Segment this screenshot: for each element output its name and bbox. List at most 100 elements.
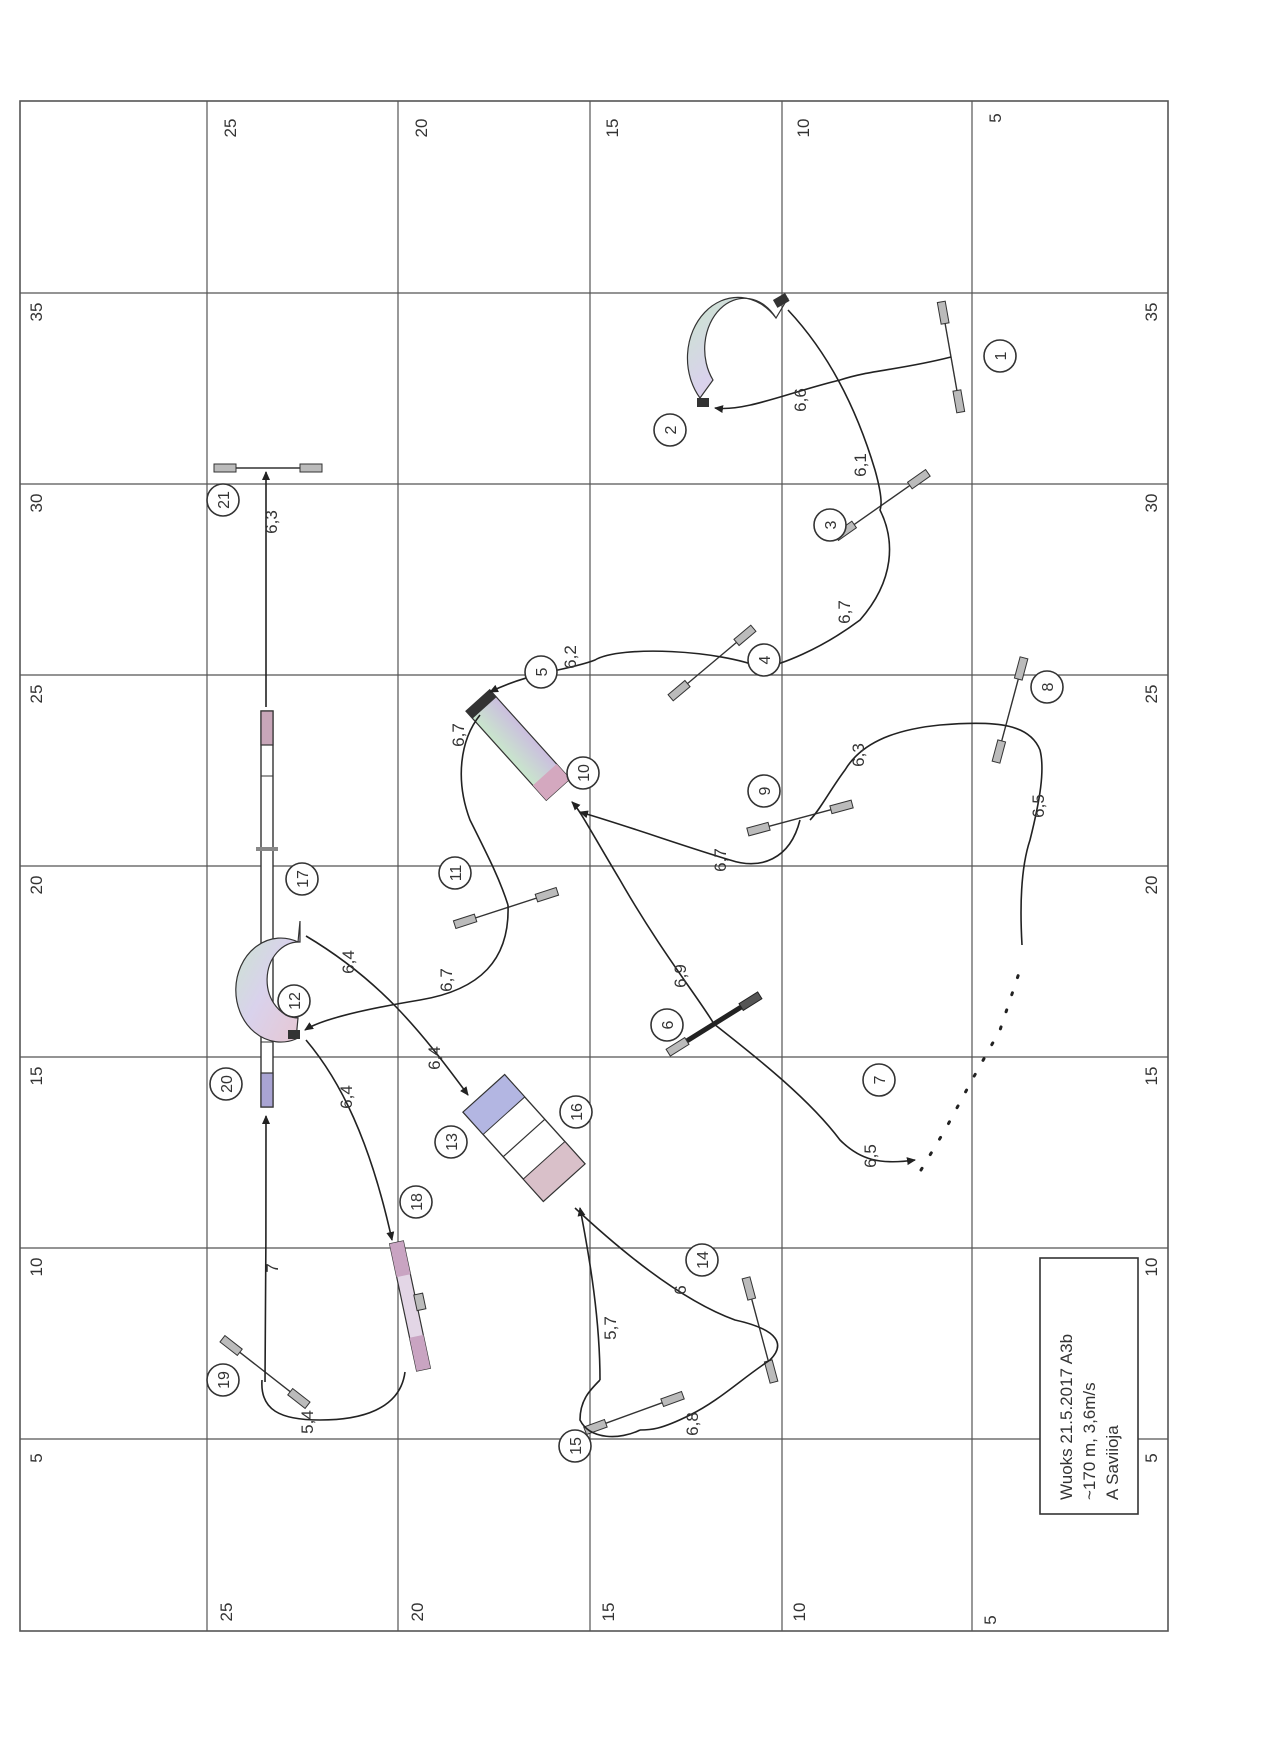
obstacle-number-4: 4 — [747, 643, 781, 677]
obstacle-number-18: 18 — [399, 1185, 433, 1219]
axis-label: 15 — [1142, 1067, 1161, 1086]
long-jump-obstacle — [388, 1240, 432, 1372]
axis-label: 15 — [599, 1603, 618, 1622]
svg-text:13: 13 — [444, 1133, 461, 1151]
obstacle-number-19: 19 — [206, 1363, 240, 1397]
axis-label: 35 — [1142, 303, 1161, 322]
distance-label: 6,1 — [851, 453, 870, 477]
obstacle-number-12: 12 — [277, 984, 311, 1018]
axis-label: 15 — [603, 119, 622, 138]
tunnel-end — [697, 398, 709, 407]
distance-label: 6,5 — [861, 1144, 880, 1168]
axis-label: 30 — [1142, 494, 1161, 513]
svg-text:20: 20 — [219, 1075, 236, 1093]
svg-text:8: 8 — [1040, 682, 1057, 691]
jump-3 — [833, 468, 931, 542]
distance-label: 5,4 — [298, 1410, 317, 1434]
axis-label: 5 — [986, 113, 1005, 122]
course-path — [261, 309, 1043, 1438]
axis-label: 25 — [217, 1603, 236, 1622]
svg-text:10: 10 — [576, 764, 593, 782]
axis-label: 20 — [408, 1603, 427, 1622]
axis-label: 10 — [1142, 1258, 1161, 1277]
axis-labels-right: 35 30 25 20 15 10 5 — [1142, 303, 1161, 1463]
svg-text:15: 15 — [568, 1437, 585, 1455]
axis-labels-bottom: 25 20 15 10 5 — [217, 1603, 1000, 1625]
tunnel-obstacle — [686, 296, 789, 400]
obstacle-number-20: 20 — [209, 1067, 243, 1101]
axis-label: 25 — [221, 119, 240, 138]
axis-label: 20 — [412, 119, 431, 138]
jump-8 — [991, 656, 1029, 764]
axis-label: 20 — [1142, 876, 1161, 895]
distance-label: 6,2 — [561, 645, 580, 669]
svg-text:17: 17 — [295, 870, 312, 888]
obstacle-number-3: 3 — [813, 508, 847, 542]
svg-text:6: 6 — [660, 1020, 677, 1029]
svg-text:9: 9 — [757, 786, 774, 795]
jump-9 — [746, 799, 854, 837]
svg-text:18: 18 — [409, 1193, 426, 1211]
svg-text:14: 14 — [695, 1251, 712, 1269]
seesaw-obstacle — [465, 688, 571, 802]
distance-label: 6,7 — [711, 848, 730, 872]
obstacle-number-5: 5 — [524, 655, 558, 689]
jump-15 — [583, 1390, 685, 1436]
axis-label: 30 — [27, 494, 46, 513]
obstacle-number-13: 13 — [434, 1125, 468, 1159]
obstacle-number-17: 17 — [285, 862, 319, 896]
grid — [19, 100, 1169, 1632]
distance-label: 6,8 — [683, 1412, 702, 1436]
distance-label: 6,3 — [262, 510, 281, 534]
svg-text:2: 2 — [663, 425, 680, 434]
obstacle-number-9: 9 — [747, 774, 781, 808]
obstacle-numbers: 1 2 3 4 5 6 7 8 9 10 11 12 13 14 15 16 1… — [206, 339, 1064, 1463]
obstacle-number-16: 16 — [559, 1095, 593, 1129]
svg-text:4: 4 — [757, 655, 774, 664]
distance-label: 6,4 — [425, 1046, 444, 1070]
svg-text:11: 11 — [448, 865, 465, 882]
jump-11 — [452, 886, 560, 930]
course-info-box: Wuoks 21.5.2017 A3b ~170 m, 3,6m/s A Sav… — [1039, 1257, 1139, 1515]
axis-label: 5 — [27, 1453, 46, 1462]
obstacle-number-8: 8 — [1030, 670, 1064, 704]
obstacle-number-21: 21 — [206, 483, 240, 517]
course-info-judge: A Saviioja — [1103, 1425, 1122, 1500]
jump-4 — [667, 624, 757, 702]
svg-text:12: 12 — [287, 992, 304, 1010]
axis-label: 15 — [27, 1067, 46, 1086]
obstacle-number-10: 10 — [566, 756, 600, 790]
tunnel-obstacle — [235, 920, 301, 1043]
distance-label: 6,7 — [437, 968, 456, 992]
obstacle-number-14: 14 — [685, 1243, 719, 1277]
svg-text:19: 19 — [216, 1371, 233, 1389]
distance-label: 6,5 — [1029, 794, 1048, 818]
svg-text:5: 5 — [534, 667, 551, 676]
axis-label: 10 — [790, 1603, 809, 1622]
axis-label: 5 — [1142, 1453, 1161, 1462]
obstacle-number-2: 2 — [653, 413, 687, 447]
distance-label: 6,9 — [671, 964, 690, 988]
obstacle-number-7: 7 — [862, 1063, 896, 1097]
axis-labels-left: 5 10 15 20 25 30 35 — [27, 303, 46, 1463]
jump-14 — [741, 1276, 779, 1384]
distance-label: 5,7 — [601, 1316, 620, 1340]
axis-label: 20 — [27, 876, 46, 895]
svg-text:16: 16 — [569, 1103, 586, 1121]
distance-label: 7 — [263, 1263, 282, 1272]
axis-label: 35 — [27, 303, 46, 322]
a-frame-obstacle — [462, 1073, 586, 1203]
distance-label: 6,6 — [791, 388, 810, 412]
axis-label: 10 — [27, 1258, 46, 1277]
axis-label: 10 — [794, 119, 813, 138]
course-info-length: ~170 m, 3,6m/s — [1080, 1382, 1099, 1500]
distance-label: 6,7 — [835, 600, 854, 624]
svg-text:1: 1 — [993, 351, 1010, 360]
dogwalk-obstacle — [256, 710, 278, 1108]
axis-label: 25 — [27, 685, 46, 704]
obstacle-number-11: 11 — [438, 856, 472, 890]
jump-21 — [213, 463, 323, 473]
obstacle-number-15: 15 — [558, 1429, 592, 1463]
svg-text:21: 21 — [216, 491, 233, 509]
